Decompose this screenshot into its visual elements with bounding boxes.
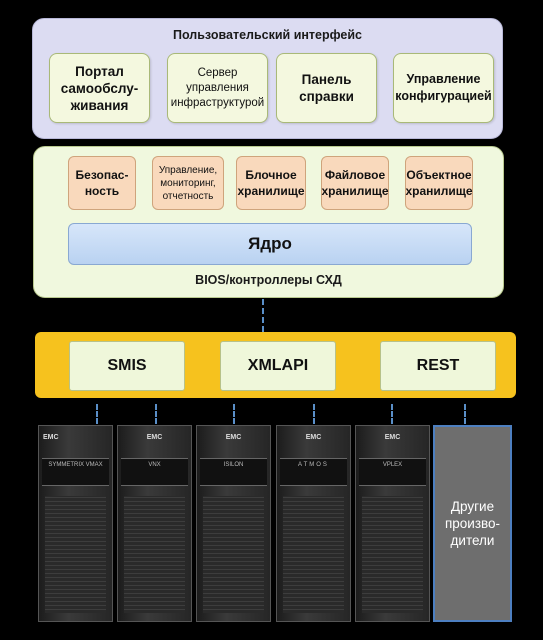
rack-panel: ATMOS (280, 458, 347, 486)
rack-grille (45, 496, 106, 613)
core-layer: Безопас- ность Управление, мониторинг, о… (33, 146, 504, 298)
rack-panel: ISILON (200, 458, 267, 486)
storage-rack-atmos: EMC ATMOS (276, 425, 351, 622)
core-to-api-connector (262, 299, 264, 332)
api-layer: SMIS XMLAPI REST (35, 332, 516, 398)
security-service-box: Безопас- ность (68, 156, 136, 210)
smis-api-box: SMIS (69, 341, 185, 391)
rack-grille (362, 496, 423, 613)
file-storage-box: Файловое хранилище (321, 156, 389, 210)
rack-grille (283, 496, 344, 613)
api-to-rack-connector (313, 404, 315, 424)
management-monitoring-reporting-box: Управление, мониторинг, отчетность (152, 156, 224, 210)
bios-controllers-label: BIOS/контроллеры СХД (195, 273, 342, 287)
rack-brand-label: EMC (225, 434, 242, 441)
other-vendors-box: Другие произво- дители (433, 425, 512, 622)
rack-grille (203, 496, 264, 613)
rack-panel: SYMMETRIX VMAX (42, 458, 109, 486)
kernel-box: Ядро (68, 223, 472, 265)
rack-brand-label: EMC (384, 434, 401, 441)
rack-grille (124, 496, 185, 613)
rack-panel: VPLEX (359, 458, 426, 486)
block-storage-box: Блочное хранилище (236, 156, 306, 210)
rack-brand-label: EMC (146, 434, 163, 441)
help-panel-box: Панель справки (276, 53, 377, 123)
user-interface-layer: Пользовательский интерфейс Портал самооб… (32, 18, 503, 139)
rack-panel: VNX (121, 458, 188, 486)
api-to-rack-connector (391, 404, 393, 424)
storage-rack-vplex: EMC VPLEX (355, 425, 430, 622)
storage-rack-isilon: EMC ISILON (196, 425, 271, 622)
api-to-rack-connector (155, 404, 157, 424)
rack-brand-label: EMC (43, 434, 59, 441)
api-to-rack-connector (96, 404, 98, 424)
xmlapi-box: XMLAPI (220, 341, 336, 391)
rack-brand-label: EMC (305, 434, 322, 441)
api-to-rack-connector (233, 404, 235, 424)
storage-rack-vmax: EMC SYMMETRIX VMAX (38, 425, 113, 622)
user-interface-title: Пользовательский интерфейс (173, 28, 362, 42)
api-to-rack-connector (464, 404, 466, 424)
infrastructure-management-server-box: Сервер управления инфраструктурой (167, 53, 268, 123)
object-storage-box: Объектное хранилище (405, 156, 473, 210)
self-service-portal-box: Портал самообслу- живания (49, 53, 150, 123)
configuration-management-box: Управление конфигурацией (393, 53, 494, 123)
rest-api-box: REST (380, 341, 496, 391)
storage-rack-vnx: EMC VNX (117, 425, 192, 622)
